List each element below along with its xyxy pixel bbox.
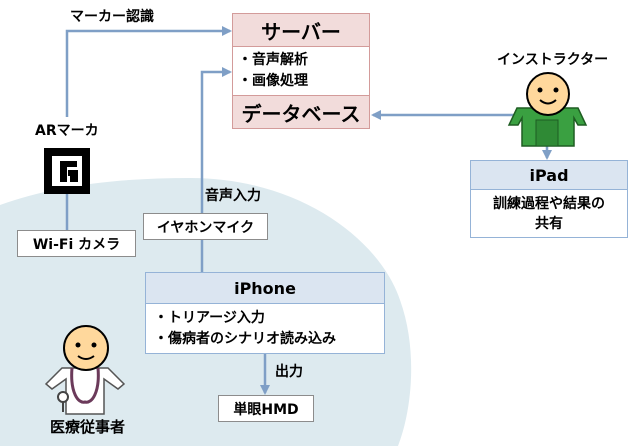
medical-staff-label: 医療従事者 [50, 418, 126, 436]
wifi-camera-box: Wi-Fi カメラ [17, 230, 136, 257]
ipad-description: 訓練過程や結果の 共有 [470, 190, 628, 238]
marker-recognition-label: マーカー認識 [70, 9, 154, 25]
iphone-functions: ・トリアージ入力 ・傷病者のシナリオ読み込み [145, 304, 385, 354]
medical-staff-figure-icon [44, 325, 126, 415]
database-box: データベース [232, 95, 370, 129]
iphone-title: iPhone [145, 272, 385, 304]
ar-marker-label: ARマーカ [35, 123, 99, 139]
ipad-description-line-2: 共有 [535, 215, 563, 232]
server-function-image-processing: ・画像処理 [238, 73, 308, 89]
output-label: 出力 [275, 364, 303, 380]
instructor-label: インストラクター [497, 52, 609, 68]
voice-input-label: 音声入力 [205, 188, 261, 204]
hmd-box: 単眼HMD [218, 395, 314, 422]
server-function-voice-analysis: ・音声解析 [238, 52, 308, 68]
iphone-function-scenario-load: ・傷病者のシナリオ読み込み [154, 331, 336, 347]
iphone-function-triage-input: ・トリアージ入力 [154, 310, 265, 326]
ar-marker-icon [44, 148, 90, 194]
server-title: サーバー [232, 13, 370, 47]
instructor-figure-icon [507, 72, 588, 147]
server-functions: ・音声解析 ・画像処理 [232, 47, 370, 95]
arrow-voice-input [200, 67, 232, 272]
ipad-title: iPad [470, 160, 628, 190]
ipad-description-line-1: 訓練過程や結果の [493, 195, 605, 212]
arrow-marker-recognition [65, 26, 232, 117]
earphone-mic-box: イヤホンマイク [143, 213, 268, 240]
